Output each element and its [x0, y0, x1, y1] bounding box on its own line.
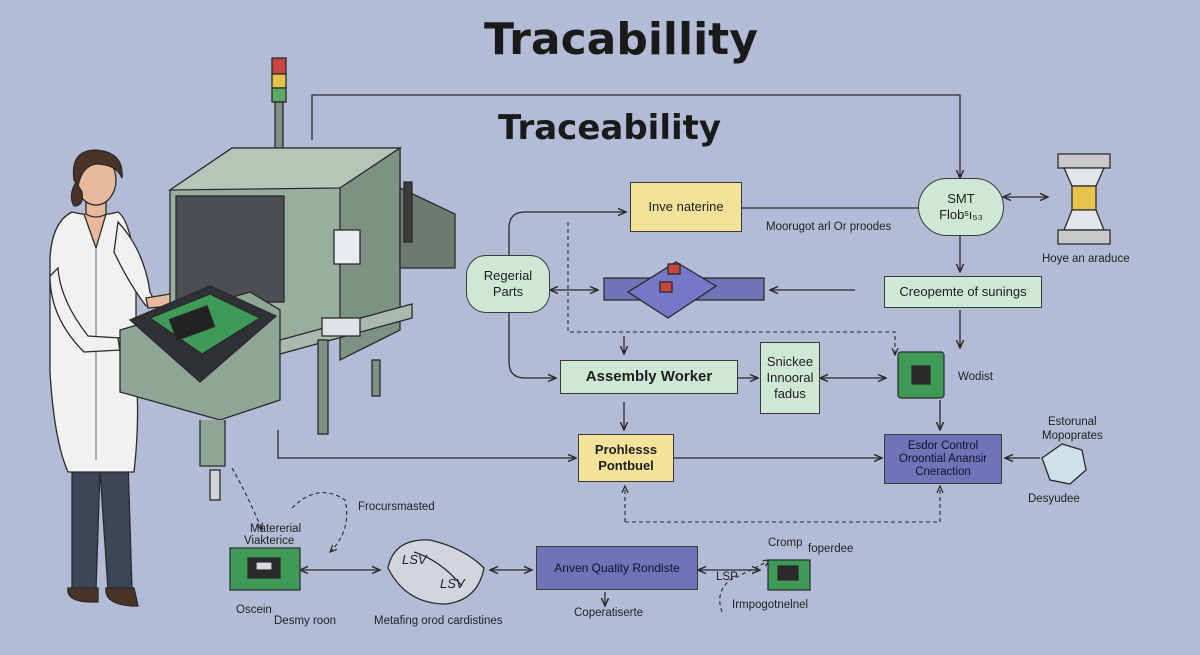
label-viakterice: Viakterice — [244, 535, 295, 547]
chip-icon-materical — [229, 547, 301, 591]
node-cneraction-label: Cneraction — [915, 465, 971, 478]
label-cromp: Cromp — [768, 537, 803, 549]
node-smt-sub-label: Flobˢı₅₃ — [939, 207, 983, 222]
label-metafing: Metafing orod cardistines — [374, 615, 503, 627]
node-prohlesss-label: Prohlesss — [594, 442, 658, 457]
node-inve-naterine-label: Inve naterine — [648, 199, 724, 214]
connector-lines — [277, 94, 1048, 606]
label-oscein: Oscein — [236, 604, 272, 616]
gauge-illustration — [1057, 153, 1111, 245]
chip-icon-wodist — [897, 351, 945, 399]
node-anven-quality-label: Anven Quality Rondiste — [554, 561, 680, 575]
label-lsp: LSP — [716, 571, 738, 583]
node-assembly-worker: Assembly Worker — [560, 360, 738, 394]
node-esdor-control: Esdor Control Oroontial Anansir Cneracti… — [884, 434, 1002, 484]
main-title: Tracabillity — [484, 14, 758, 65]
label-hoye: Hoye an araduce — [1042, 253, 1130, 265]
node-regerial-parts: Regerial Parts — [466, 255, 550, 313]
label-lsv-bottom: LSV — [440, 576, 465, 591]
node-pontbuel-label: Pontbuel — [598, 458, 654, 473]
crystal-shape — [1041, 443, 1087, 485]
node-regerial-label: Regerial — [483, 268, 533, 283]
node-fadus-label: fadus — [774, 386, 806, 401]
node-smt-label: SMT — [947, 191, 975, 206]
node-prohlesss: Prohlesss Pontbuel — [578, 434, 674, 482]
node-oroontial-label: Oroontial Anansir — [898, 452, 988, 465]
label-lsv-top: LSV — [402, 552, 427, 567]
node-snickee-label: Snickee — [766, 354, 814, 369]
node-innooral-label: Innooral — [766, 370, 814, 385]
lsv-ribbon-shape — [387, 539, 485, 605]
worker-illustration — [49, 149, 173, 607]
label-wodist: Wodist — [958, 371, 993, 383]
label-moorugot: Moorugot arl Or proodes — [766, 221, 892, 233]
label-coperatiserte: Coperatiserte — [574, 607, 644, 619]
label-foperdee: foperdee — [808, 543, 854, 555]
inspection-tray — [603, 261, 765, 319]
chip-icon-cromp — [767, 559, 811, 591]
node-smt: SMT Flobˢı₅₃ — [918, 178, 1004, 236]
label-frocursmasted: Frocursmasted — [358, 501, 435, 513]
secondary-title: Traceability — [498, 108, 722, 148]
label-irmpogotnelnel: Irmpogotnelnel — [732, 599, 809, 611]
node-inve-naterine: Inve naterine — [630, 182, 742, 232]
node-snickee: Snickee Innooral fadus — [760, 342, 820, 414]
label-estorunal: Estorunal — [1048, 416, 1097, 428]
node-creopemte-label: Creopemte of sunings — [899, 284, 1027, 299]
node-creopemte: Creopemte of sunings — [884, 276, 1042, 308]
node-anven-quality: Anven Quality Rondiste — [536, 546, 698, 590]
smt-machine-illustration — [119, 57, 456, 501]
label-desyudee: Desyudee — [1028, 493, 1080, 505]
node-esdor-label: Esdor Control — [907, 439, 979, 452]
node-parts-label: Parts — [492, 284, 524, 299]
node-assembly-worker-label: Assembly Worker — [585, 368, 713, 385]
label-desmy-roon: Desmy roon — [274, 615, 336, 627]
label-mopoprates: Mopoprates — [1042, 430, 1103, 442]
dashed-connectors — [231, 222, 940, 613]
label-materical: Matererial — [250, 523, 302, 535]
